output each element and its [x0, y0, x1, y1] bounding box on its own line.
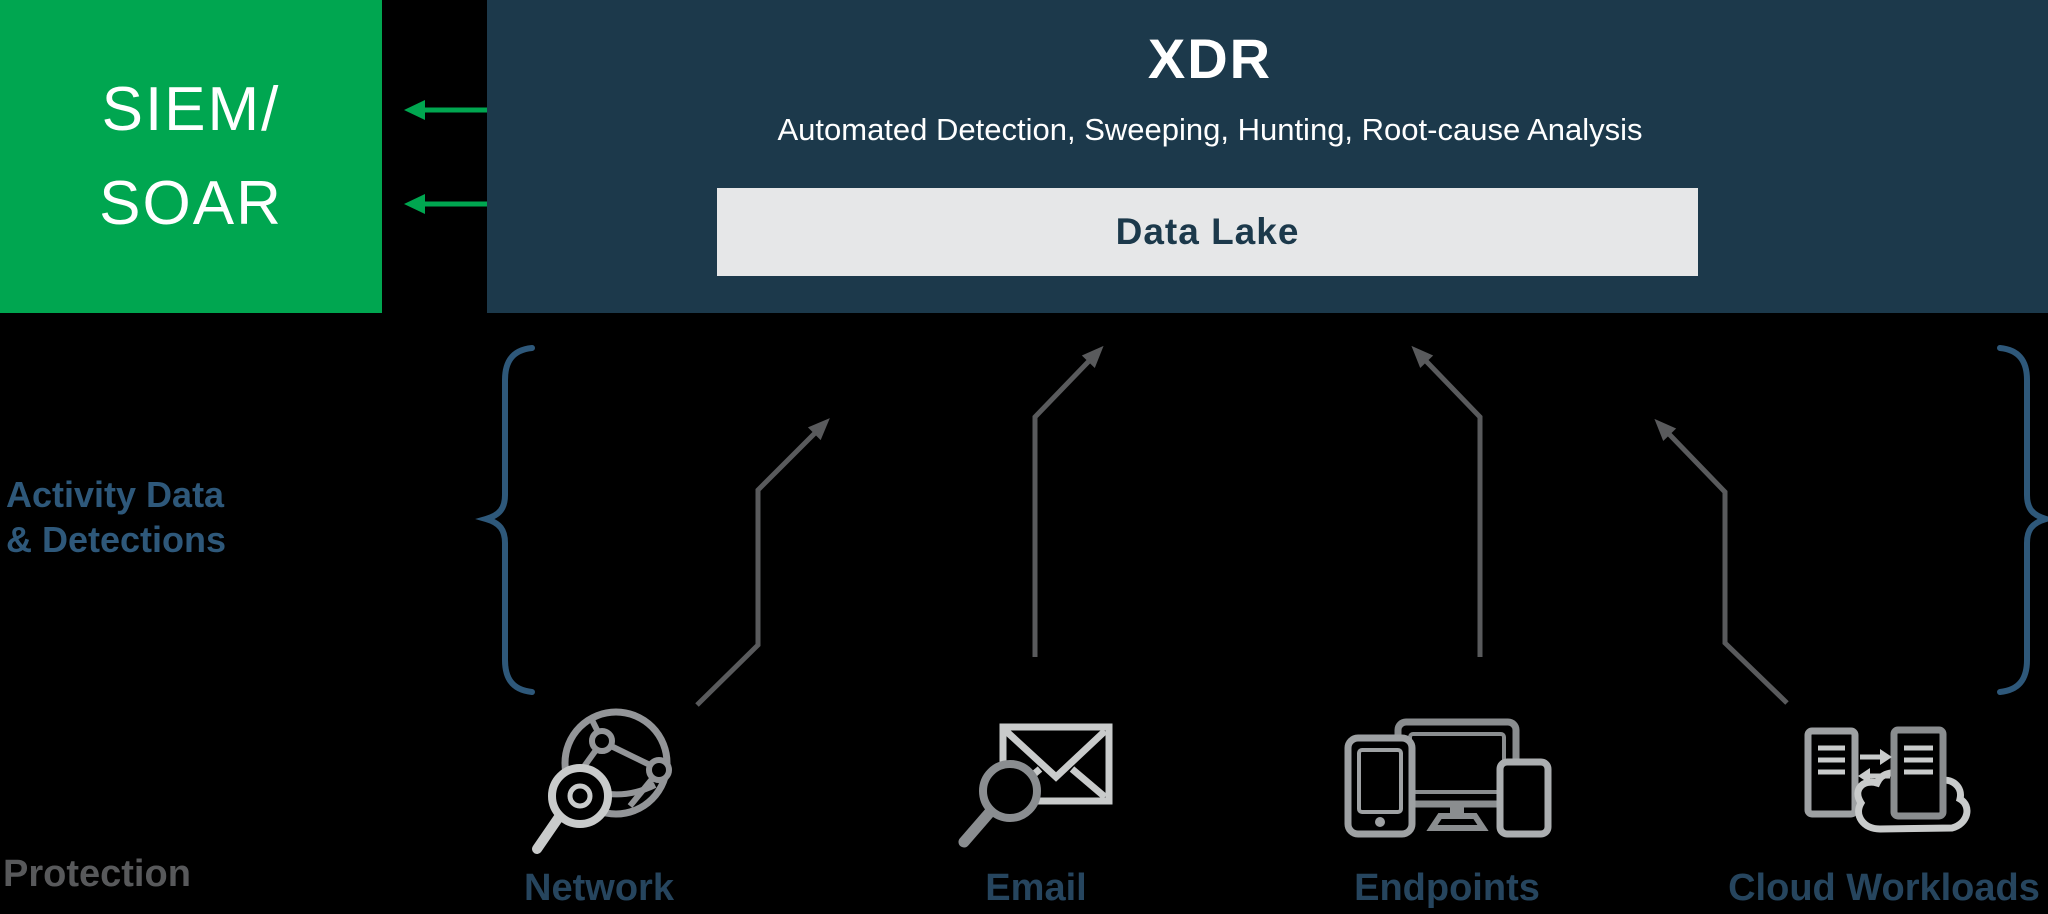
right-brace	[1997, 345, 2048, 695]
devices-icon	[1344, 718, 1552, 838]
transfer-arrows-icon	[1858, 749, 1892, 784]
activity-line1: Activity Data	[6, 474, 225, 515]
xdr-subtitle: Automated Detection, Sweeping, Hunting, …	[777, 112, 1643, 147]
arrow-network-to-xdr	[695, 418, 830, 707]
siem-label: SIEM/	[101, 74, 281, 144]
source-label-cloud-workloads: Cloud Workloads	[1728, 867, 2040, 909]
xdr-title: XDR	[1147, 27, 1273, 90]
left-brace	[475, 345, 535, 695]
source-label-email: Email	[985, 867, 1087, 909]
servers-cloud-icon	[1804, 726, 1971, 833]
arrow-cloud-to-xdr	[1654, 418, 1789, 705]
data-lake-label: Data Lake	[1115, 211, 1300, 252]
source-label-endpoints: Endpoints	[1354, 867, 1540, 909]
arrow-endpoints-to-xdr	[1411, 345, 1483, 657]
source-label-network: Network	[524, 867, 674, 909]
data-lake-bar: Data Lake	[717, 188, 1698, 276]
soar-label: SOAR	[99, 168, 283, 238]
envelope-magnifier-icon	[958, 723, 1113, 848]
arrow-email-to-xdr	[1032, 345, 1104, 657]
activity-data-label: Activity Data & Detections	[6, 472, 226, 562]
activity-line2: & Detections	[6, 519, 227, 560]
globe-magnifier-icon	[532, 708, 672, 854]
siem-soar-box: SIEM/ SOAR	[0, 0, 382, 313]
protection-label: Protection	[3, 853, 191, 895]
